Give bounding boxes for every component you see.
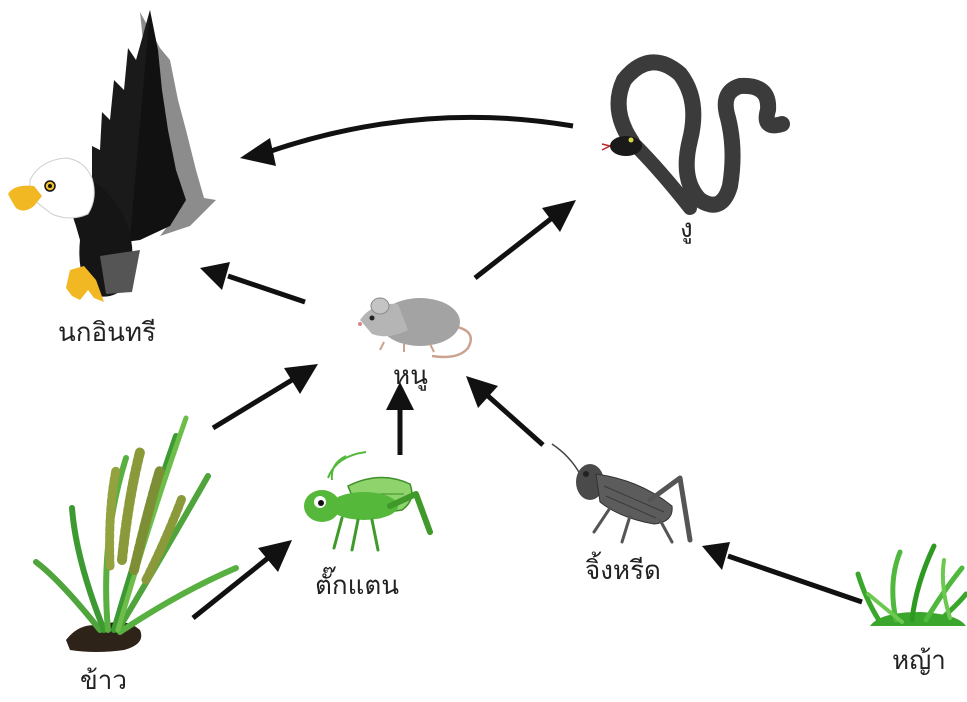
arrow-rice-to-mouse — [213, 364, 318, 428]
label-grasshopper: ตั๊กแตน — [315, 565, 399, 606]
label-snake: งู — [680, 208, 693, 249]
mouse-icon — [358, 298, 471, 357]
rice-plant-icon — [36, 418, 236, 652]
snake-icon — [602, 62, 782, 208]
label-rice: ข้าว — [80, 660, 127, 701]
arrow-mouse-to-eagle — [200, 262, 305, 302]
arrow-mouse-to-snake — [475, 200, 576, 278]
grass-icon — [858, 546, 966, 626]
grasshopper-icon — [304, 452, 430, 550]
arrow-snake-to-eagle — [240, 117, 573, 166]
label-grass: หญ้า — [892, 640, 946, 681]
label-mouse: หนู — [393, 355, 428, 396]
label-cricket: จิ้งหรีด — [585, 550, 661, 591]
label-eagle: นกอินทรี — [58, 312, 156, 353]
arrow-cricket-to-mouse — [466, 376, 543, 445]
eagle-icon — [8, 10, 216, 302]
arrow-grass-to-cricket — [702, 542, 862, 602]
cricket-icon — [552, 444, 690, 542]
